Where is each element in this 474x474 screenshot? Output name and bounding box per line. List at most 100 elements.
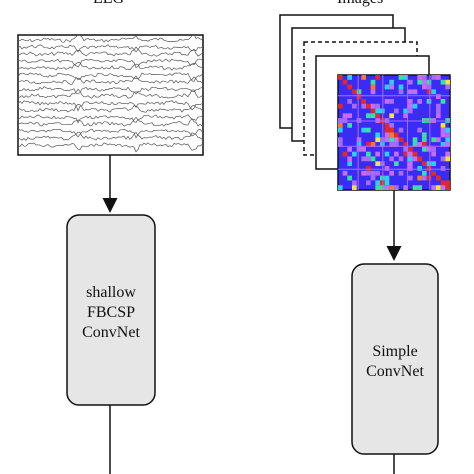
heatmap-cell	[426, 166, 432, 171]
heatmap-cell	[384, 180, 390, 186]
model-label-line-2: FBCSP	[87, 304, 135, 321]
eeg-trace	[18, 35, 203, 43]
heatmap-cell	[384, 166, 390, 171]
heatmap-cell	[370, 156, 376, 162]
heatmap-cell	[366, 180, 371, 186]
eeg-trace	[18, 58, 203, 69]
heatmap-cell	[356, 137, 362, 143]
heatmap-cell	[398, 75, 404, 80]
heatmap-cell	[361, 103, 366, 109]
heatmap-cell	[338, 137, 343, 143]
heatmap-cell	[389, 79, 394, 85]
heatmap-cell	[361, 170, 366, 176]
heatmap-cell	[347, 146, 352, 152]
heatmap-cell	[352, 180, 357, 186]
heatmap-cell	[445, 132, 450, 138]
heatmap-cell	[398, 89, 404, 95]
eeg-trace	[18, 44, 203, 53]
heatmap-cell	[361, 127, 366, 133]
heatmap-cell	[408, 156, 413, 162]
eeg-trace	[18, 100, 203, 112]
heatmap-cell	[408, 103, 413, 109]
heatmap-cell	[375, 161, 380, 167]
heatmap-cell	[426, 161, 432, 167]
heatmap-cell	[422, 175, 427, 181]
heatmap-cell	[375, 180, 380, 186]
heatmap-cell	[398, 156, 404, 162]
heatmap-cell	[398, 127, 404, 133]
heatmap-cell	[370, 84, 376, 90]
heatmap-cell	[366, 127, 371, 133]
heatmap-cell	[394, 142, 399, 147]
heatmap-cell	[417, 185, 422, 190]
heatmap-cell	[440, 132, 446, 138]
heatmap-cell	[361, 98, 366, 104]
heatmap-cell	[361, 75, 366, 80]
heatmap-cell	[412, 151, 418, 157]
heatmap-cell	[389, 185, 394, 190]
heatmap-cell	[384, 132, 390, 138]
heatmap-cell	[389, 132, 394, 138]
heatmap-cell	[417, 156, 422, 162]
heatmap-cell	[426, 79, 432, 85]
heatmap-cell	[422, 75, 427, 80]
eeg-trace	[18, 104, 203, 113]
heatmap-cell	[431, 151, 436, 157]
heatmap-cell	[347, 175, 352, 181]
heatmap-cell	[389, 122, 394, 128]
heatmap-cell	[431, 161, 436, 167]
heatmap-cell	[422, 84, 427, 90]
heatmap-cell	[403, 75, 408, 80]
simple-label-line-1: Simple	[372, 343, 417, 360]
heatmap-cell	[412, 142, 418, 147]
eeg-trace	[18, 114, 203, 124]
heatmap-cell	[342, 151, 348, 157]
heatmap-cell	[436, 113, 441, 119]
heatmap-cell	[417, 175, 422, 181]
heatmap-cell	[394, 151, 399, 157]
heatmap-cell	[408, 175, 413, 181]
heatmap-cell	[375, 137, 380, 143]
model-label-line-1: shallow	[86, 284, 136, 301]
heatmap-cell	[408, 146, 413, 152]
heatmap-cell	[347, 122, 352, 128]
heatmap-cell	[408, 98, 413, 104]
heatmap-cell	[436, 108, 441, 114]
heatmap-cell	[412, 89, 418, 95]
heatmap-cell	[436, 185, 441, 190]
heatmap-cell	[352, 185, 357, 190]
heatmap-cell	[445, 79, 450, 85]
heatmap-cell	[338, 75, 343, 80]
eeg-input-label: EEG	[93, 0, 124, 8]
heatmap-cell	[394, 185, 399, 190]
heatmap-cell	[445, 142, 450, 147]
heatmap-cell	[352, 89, 357, 95]
heatmap-cell	[375, 170, 380, 176]
heatmap-cell	[366, 166, 371, 171]
heatmap-cell	[440, 185, 446, 190]
heatmap-cell	[370, 142, 376, 147]
heatmap-cell	[417, 75, 422, 80]
heatmap-cell	[394, 137, 399, 143]
heatmap-cell	[375, 75, 380, 80]
heatmap-cell	[436, 75, 441, 80]
heatmap-cell	[403, 142, 408, 147]
heatmap-cell	[431, 146, 436, 152]
heatmap-cell	[366, 103, 371, 109]
heatmap-cell	[412, 185, 418, 190]
heatmap-cell	[370, 79, 376, 85]
heatmap-cell	[408, 161, 413, 167]
heatmap-cell	[440, 127, 446, 133]
heatmap-cell	[398, 137, 404, 143]
heatmap-cell	[440, 166, 446, 171]
heatmap-cell	[370, 170, 376, 176]
heatmap-cell	[412, 137, 418, 143]
heatmap-cell	[384, 98, 390, 104]
heatmap-cell	[440, 156, 446, 162]
image-stack	[279, 14, 451, 191]
heatmap-cell	[445, 151, 450, 157]
heatmap-cell	[389, 127, 394, 133]
heatmap-cell	[445, 185, 450, 190]
heatmap-cell	[389, 98, 394, 104]
heatmap-cell	[338, 122, 343, 128]
